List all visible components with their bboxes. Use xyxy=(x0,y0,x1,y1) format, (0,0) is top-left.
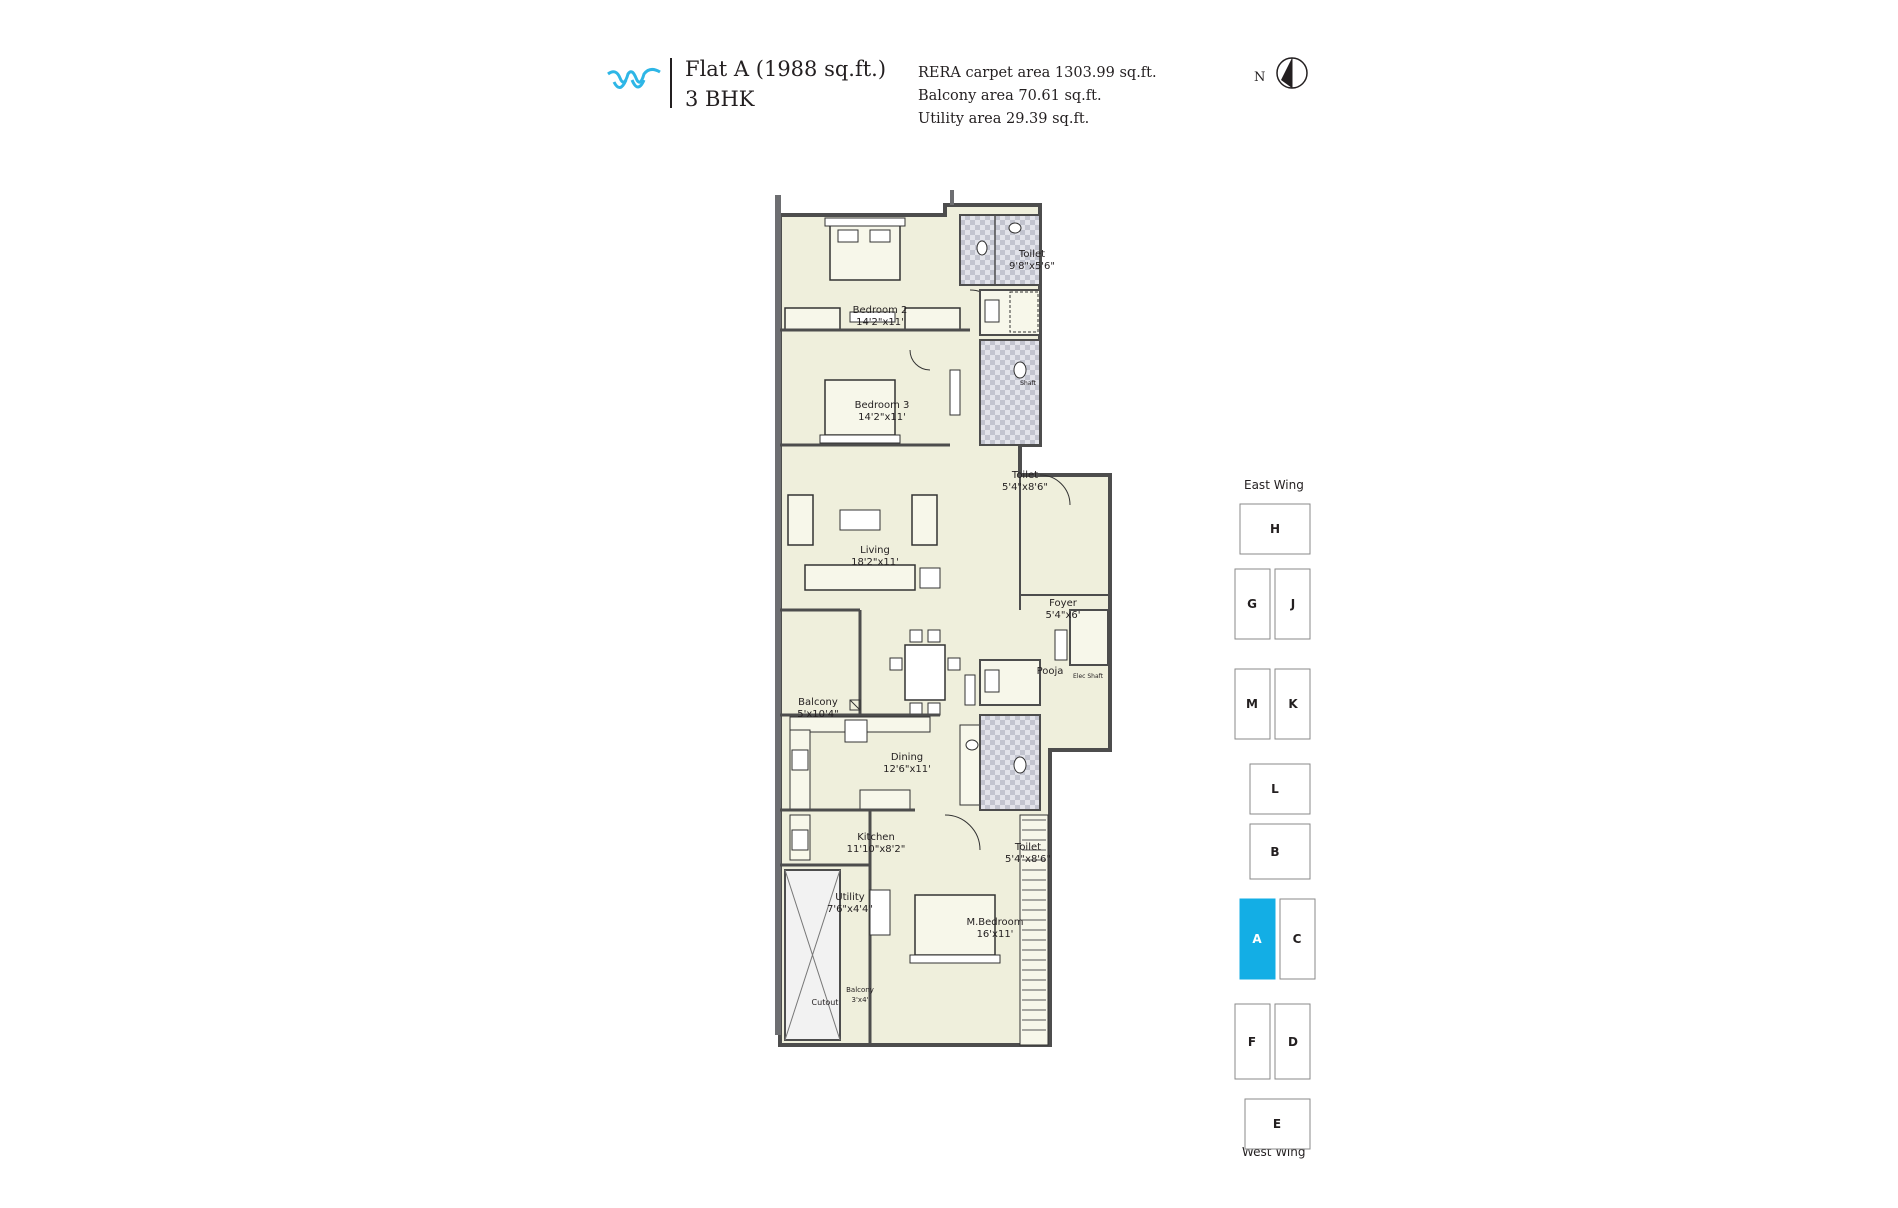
utility-label: Utility xyxy=(835,892,864,903)
unit-G xyxy=(1234,568,1271,640)
pooja-label: Pooja xyxy=(1037,666,1064,677)
shaft-label: Shaft xyxy=(1020,380,1036,387)
bedroom-3-size: 14'2"x11' xyxy=(858,412,906,423)
master-bedroom-size: 16'x11' xyxy=(977,929,1014,940)
foyer-label: Foyer xyxy=(1049,598,1078,609)
unit-M xyxy=(1234,668,1271,740)
unit-L-label: L xyxy=(1271,782,1279,796)
balcony-area: Balcony area 70.61 sq.ft. xyxy=(918,88,1102,104)
cutout-label: Cutout xyxy=(812,998,839,1007)
brand-logo-icon xyxy=(607,67,661,89)
unit-K-label: K xyxy=(1288,697,1298,711)
toilet-2-label: Toilet xyxy=(1011,470,1038,481)
unit-C xyxy=(1279,898,1316,980)
master-bedroom-label: M.Bedroom xyxy=(966,917,1023,928)
balcony-2-label: Balcony xyxy=(846,986,874,994)
unit-H xyxy=(1239,503,1311,555)
foyer-size: 5'4"x6' xyxy=(1045,610,1080,621)
unit-B xyxy=(1249,823,1311,880)
unit-L xyxy=(1249,763,1311,815)
flat-title-block: Flat A (1988 sq.ft.) 3 BHK xyxy=(685,54,886,114)
unit-E xyxy=(1244,1098,1311,1150)
balcony-size: 5'x10'4" xyxy=(797,709,838,720)
unit-J-label: J xyxy=(1290,597,1295,611)
floor-plan: Bedroom 2 14'2"x11' Toilet 9'8"x5'6" Sha… xyxy=(775,190,1112,1047)
unit-G-label: G xyxy=(1247,597,1257,611)
dining-size: 12'6"x11' xyxy=(883,764,931,775)
master-bedroom-bed xyxy=(914,894,996,956)
bedroom-2-label: Bedroom 2 xyxy=(853,305,908,316)
dining-table xyxy=(904,644,946,701)
area-summary: RERA carpet area 1303.99 sq.ft. Balcony … xyxy=(918,62,1157,131)
unit-C-label: C xyxy=(1293,932,1302,946)
toilet-3-size: 5'4"x8'6" xyxy=(1005,854,1051,865)
east-wing-label: East Wing xyxy=(1244,478,1304,492)
flat-type: 3 BHK xyxy=(685,87,755,111)
balcony-label: Balcony xyxy=(798,697,838,708)
dining-label: Dining xyxy=(891,752,923,763)
unit-H-label: H xyxy=(1270,522,1280,536)
north-label: N xyxy=(1254,70,1266,85)
elec-shaft-label: Elec Shaft xyxy=(1073,673,1104,680)
bedroom-2-size: 14'2"x11' xyxy=(856,317,904,328)
living-sofa-left xyxy=(787,494,814,546)
unit-K xyxy=(1274,668,1311,740)
rera-area: RERA carpet area 1303.99 sq.ft. xyxy=(918,65,1157,81)
compass-icon xyxy=(1276,57,1308,89)
unit-A-label: A xyxy=(1252,932,1262,946)
flat-title: Flat A (1988 sq.ft.) xyxy=(685,57,887,81)
balcony-2-size: 3'x4' xyxy=(852,996,869,1004)
wing-key-map: H G J M K L B A C F D E xyxy=(1234,503,1316,1150)
toilet-3-label: Toilet xyxy=(1014,842,1041,853)
unit-J xyxy=(1274,568,1311,640)
bedroom-3-label: Bedroom 3 xyxy=(855,400,910,411)
unit-E-label: E xyxy=(1273,1117,1281,1131)
living-table xyxy=(839,509,881,531)
toilet-2-size: 5'4"x8'6" xyxy=(1002,482,1048,493)
header-divider xyxy=(670,58,672,108)
living-size: 18'2"x11' xyxy=(851,557,899,568)
unit-F xyxy=(1234,1003,1271,1080)
unit-A xyxy=(1239,898,1276,980)
unit-F-label: F xyxy=(1248,1035,1256,1049)
living-sofa-right xyxy=(911,494,938,546)
kitchen-size: 11'10"x8'2" xyxy=(847,844,906,855)
kitchen-label: Kitchen xyxy=(857,832,895,843)
toilet-1-size: 9'8"x5'6" xyxy=(1009,261,1055,272)
unit-B-label: B xyxy=(1270,845,1279,859)
unit-D xyxy=(1274,1003,1311,1080)
living-sofa-main xyxy=(804,564,916,591)
utility-area: Utility area 29.39 sq.ft. xyxy=(918,111,1090,127)
unit-D-label: D xyxy=(1288,1035,1298,1049)
bedroom-3-bed xyxy=(824,379,896,436)
toilet-1-floor xyxy=(959,214,1041,286)
living-label: Living xyxy=(860,545,890,556)
toilet-2-floor xyxy=(979,339,1041,446)
toilet-1-label: Toilet xyxy=(1018,249,1045,260)
unit-M-label: M xyxy=(1246,697,1258,711)
utility-size: 7'6"x4'4" xyxy=(827,904,873,915)
toilet-3-floor xyxy=(979,714,1041,811)
